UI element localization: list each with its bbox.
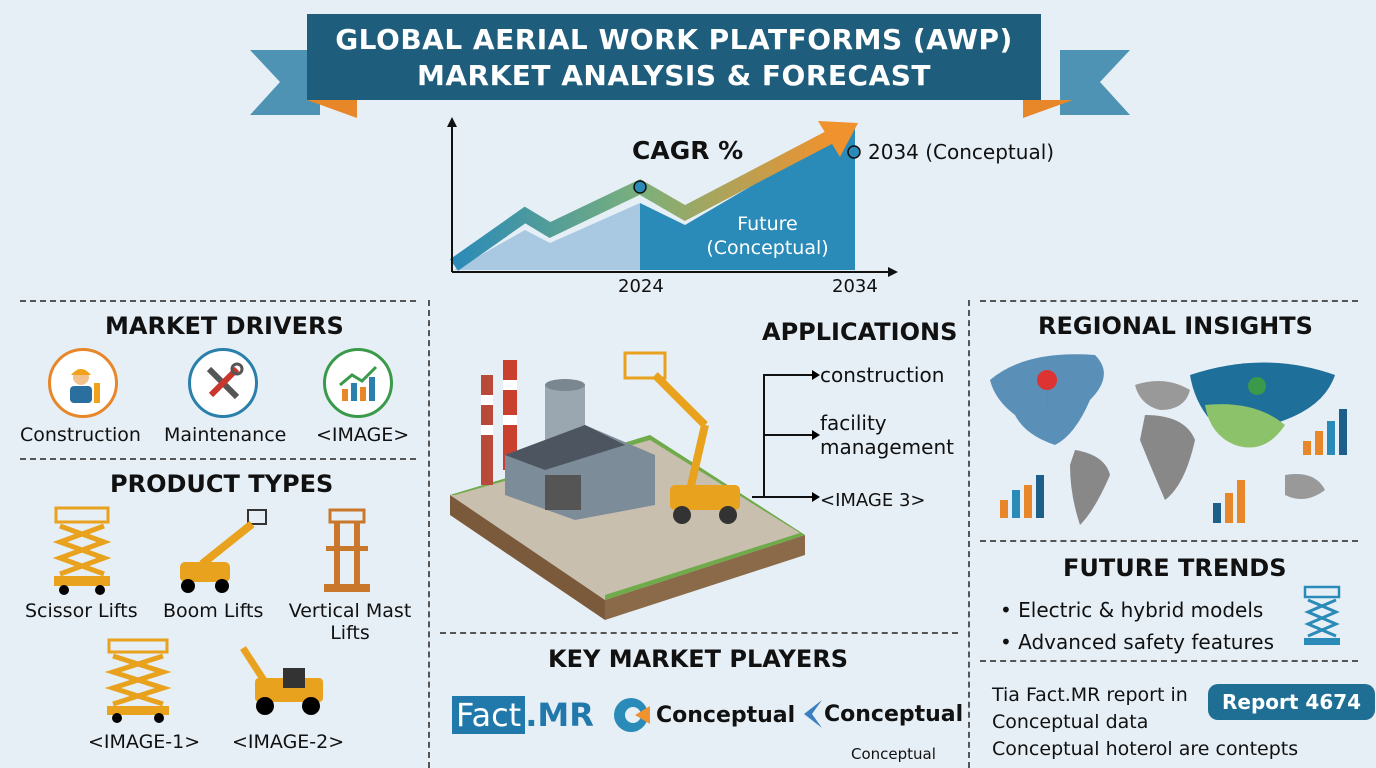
future-area bbox=[640, 125, 855, 270]
future-trends-list: • Electric & hybrid models • Advanced sa… bbox=[1000, 594, 1274, 658]
footer-line: Tia Fact.MR report in bbox=[992, 684, 1188, 706]
conceptual-logo-1: Conceptual bbox=[612, 696, 795, 734]
product-boom-lifts: Boom Lifts bbox=[163, 600, 264, 622]
construction-worker-icon bbox=[48, 348, 118, 418]
divider bbox=[20, 300, 416, 302]
banner-ribbon bbox=[250, 50, 1130, 118]
growth-chart bbox=[447, 117, 898, 277]
application-construction: construction bbox=[820, 363, 945, 387]
regional-heading: REGIONAL INSIGHTS bbox=[1038, 312, 1313, 340]
future-label-1: Future bbox=[737, 213, 798, 235]
product-image-2: <IMAGE-2> bbox=[232, 731, 345, 753]
divider bbox=[980, 660, 1358, 662]
divider bbox=[20, 458, 416, 460]
x-tick-2024: 2024 bbox=[618, 276, 664, 297]
end-label: 2034 (Conceptual) bbox=[868, 140, 1055, 164]
trend-item-text: Electric & hybrid models bbox=[1018, 598, 1264, 622]
divider bbox=[428, 300, 430, 768]
scissor-lift-icon bbox=[52, 506, 112, 595]
footer-line: Conceptual hoterol are contepts bbox=[992, 738, 1299, 760]
factmr-logo: Fact .MR bbox=[452, 696, 594, 734]
conceptual-logo-1-name: Conceptual bbox=[656, 702, 796, 728]
title-line-2: MARKET ANALYSIS & FORECAST bbox=[416, 59, 932, 92]
title-line-1: GLOBAL AERIAL WORK PLATFORMS (AWP) bbox=[335, 23, 1013, 56]
divider bbox=[440, 632, 958, 634]
boom-lift-icon bbox=[180, 509, 267, 593]
x-tick-2034: 2034 bbox=[832, 276, 878, 297]
product-scissor-lifts: Scissor Lifts bbox=[25, 600, 138, 622]
driver-construction: Construction bbox=[20, 424, 141, 446]
driver-maintenance: Maintenance bbox=[164, 424, 287, 446]
cagr-label: CAGR % bbox=[632, 136, 744, 165]
driver-image: <IMAGE> bbox=[316, 424, 410, 446]
c-logo-icon bbox=[614, 698, 650, 732]
conceptual-logo-2: Conceptual bbox=[802, 698, 963, 730]
factmr-logo-part1: Fact bbox=[452, 696, 526, 734]
key-players-heading: KEY MARKET PLAYERS bbox=[548, 645, 849, 673]
factmr-logo-part2: .MR bbox=[525, 696, 594, 734]
scissor-lift-icon-3 bbox=[1303, 585, 1341, 645]
scissor-lift-icon-2 bbox=[105, 638, 171, 723]
trend-item-text: Advanced safety features bbox=[1018, 630, 1274, 654]
vertical-mast-lift-icon bbox=[324, 508, 370, 592]
future-label-2: (Conceptual) bbox=[706, 237, 829, 259]
telehandler-icon bbox=[240, 646, 323, 715]
point-2034 bbox=[847, 145, 861, 159]
trend-item: • Advanced safety features bbox=[1000, 630, 1274, 654]
applications-heading: APPLICATIONS bbox=[762, 318, 958, 346]
page-title: GLOBAL AERIAL WORK PLATFORMS (AWP) MARKE… bbox=[307, 14, 1041, 100]
trend-item: • Electric & hybrid models bbox=[1000, 598, 1264, 622]
market-drivers-heading: MARKET DRIVERS bbox=[105, 312, 344, 340]
world-map bbox=[990, 354, 1347, 525]
application-image-3: <IMAGE 3> bbox=[820, 490, 926, 511]
future-label: Future (Conceptual) bbox=[700, 212, 835, 260]
divider bbox=[968, 300, 970, 768]
conceptual-logo-2-name: Conceptual bbox=[824, 701, 964, 727]
divider bbox=[980, 540, 1358, 542]
point-2024 bbox=[633, 180, 647, 194]
key-players-caption: Conceptual bbox=[851, 745, 936, 763]
growth-chart-icon bbox=[323, 348, 393, 418]
industrial-site-illustration bbox=[450, 351, 805, 620]
application-facility-management: facility management bbox=[820, 411, 954, 459]
product-vertical-mast-lifts: Vertical Mast Lifts bbox=[288, 600, 412, 644]
footer-text: Tia Fact.MR report in Conceptual data Co… bbox=[992, 682, 1298, 763]
report-badge: Report 4674 bbox=[1208, 684, 1376, 720]
future-trends-heading: FUTURE TRENDS bbox=[1063, 554, 1287, 582]
divider bbox=[980, 300, 1358, 302]
trend-arrow bbox=[449, 130, 834, 271]
product-types-heading: PRODUCT TYPES bbox=[110, 470, 334, 498]
application-arrows bbox=[752, 370, 820, 502]
footer-line: Conceptual data bbox=[992, 711, 1149, 733]
tools-icon bbox=[188, 348, 258, 418]
product-image-1: <IMAGE-1> bbox=[88, 731, 201, 753]
past-area bbox=[454, 203, 640, 270]
chevron-logo-icon bbox=[804, 700, 822, 728]
